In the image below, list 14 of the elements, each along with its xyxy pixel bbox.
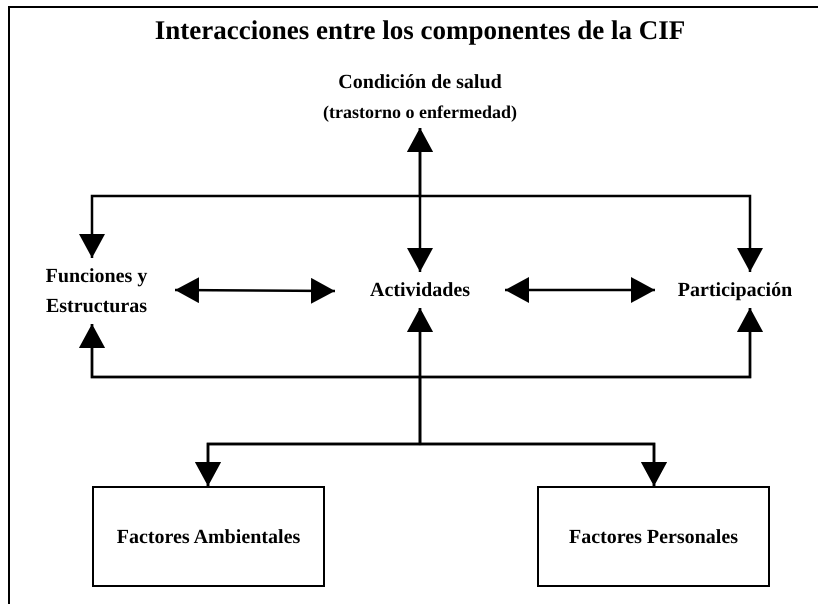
double-arrow [175, 277, 335, 304]
factor-box [537, 486, 770, 587]
node-subtitle: (trastorno o enfermedad) [323, 101, 517, 124]
node-label: Factores Personales [568, 524, 738, 550]
double-arrow [418, 308, 763, 486]
double-arrow [505, 277, 655, 303]
diagram-title: Interacciones entre los componentes de la CIF [154, 14, 686, 47]
node-heading: Condición de salud [338, 70, 502, 95]
node-label: Factores Ambientales [116, 524, 300, 550]
node-label: Participación [678, 278, 792, 303]
double-arrow [407, 128, 763, 272]
factor-box [92, 486, 325, 587]
node-label: Actividades [370, 278, 470, 303]
node-label: Funciones y Estructuras [44, 264, 148, 319]
